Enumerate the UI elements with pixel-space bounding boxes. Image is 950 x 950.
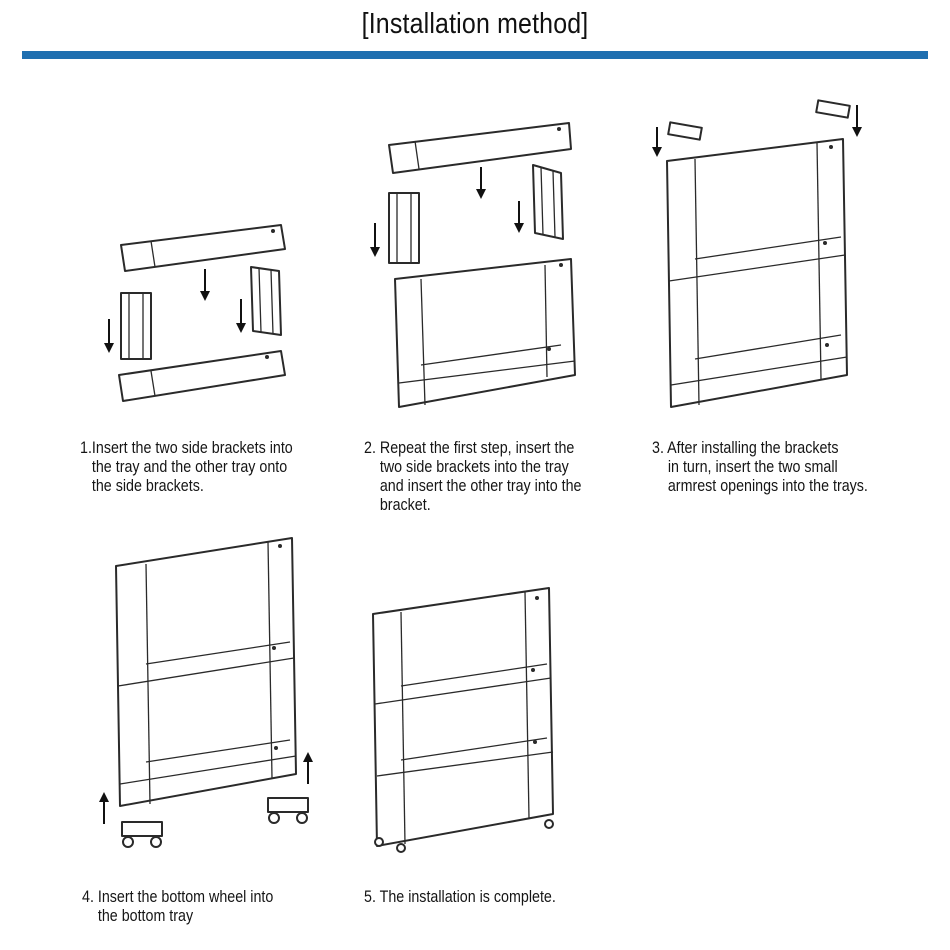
step-5-caption: 5. The installation is complete. xyxy=(364,887,556,906)
title-divider xyxy=(22,51,928,59)
step-2-caption: 2. Repeat the first step, insert the two… xyxy=(364,438,582,514)
step-3-caption: 3. After installing the brackets in turn… xyxy=(652,438,868,495)
step-5-illustration xyxy=(365,580,560,855)
step-1-illustration xyxy=(95,215,295,415)
step-4-caption: 4. Insert the bottom wheel into the bott… xyxy=(82,887,274,925)
step-3-illustration xyxy=(645,95,870,415)
step-1-caption: 1.Insert the two side brackets into the … xyxy=(80,438,293,495)
step-2-illustration xyxy=(365,115,580,415)
step-4-illustration xyxy=(90,530,325,865)
page-title: [Installation method] xyxy=(361,8,589,40)
